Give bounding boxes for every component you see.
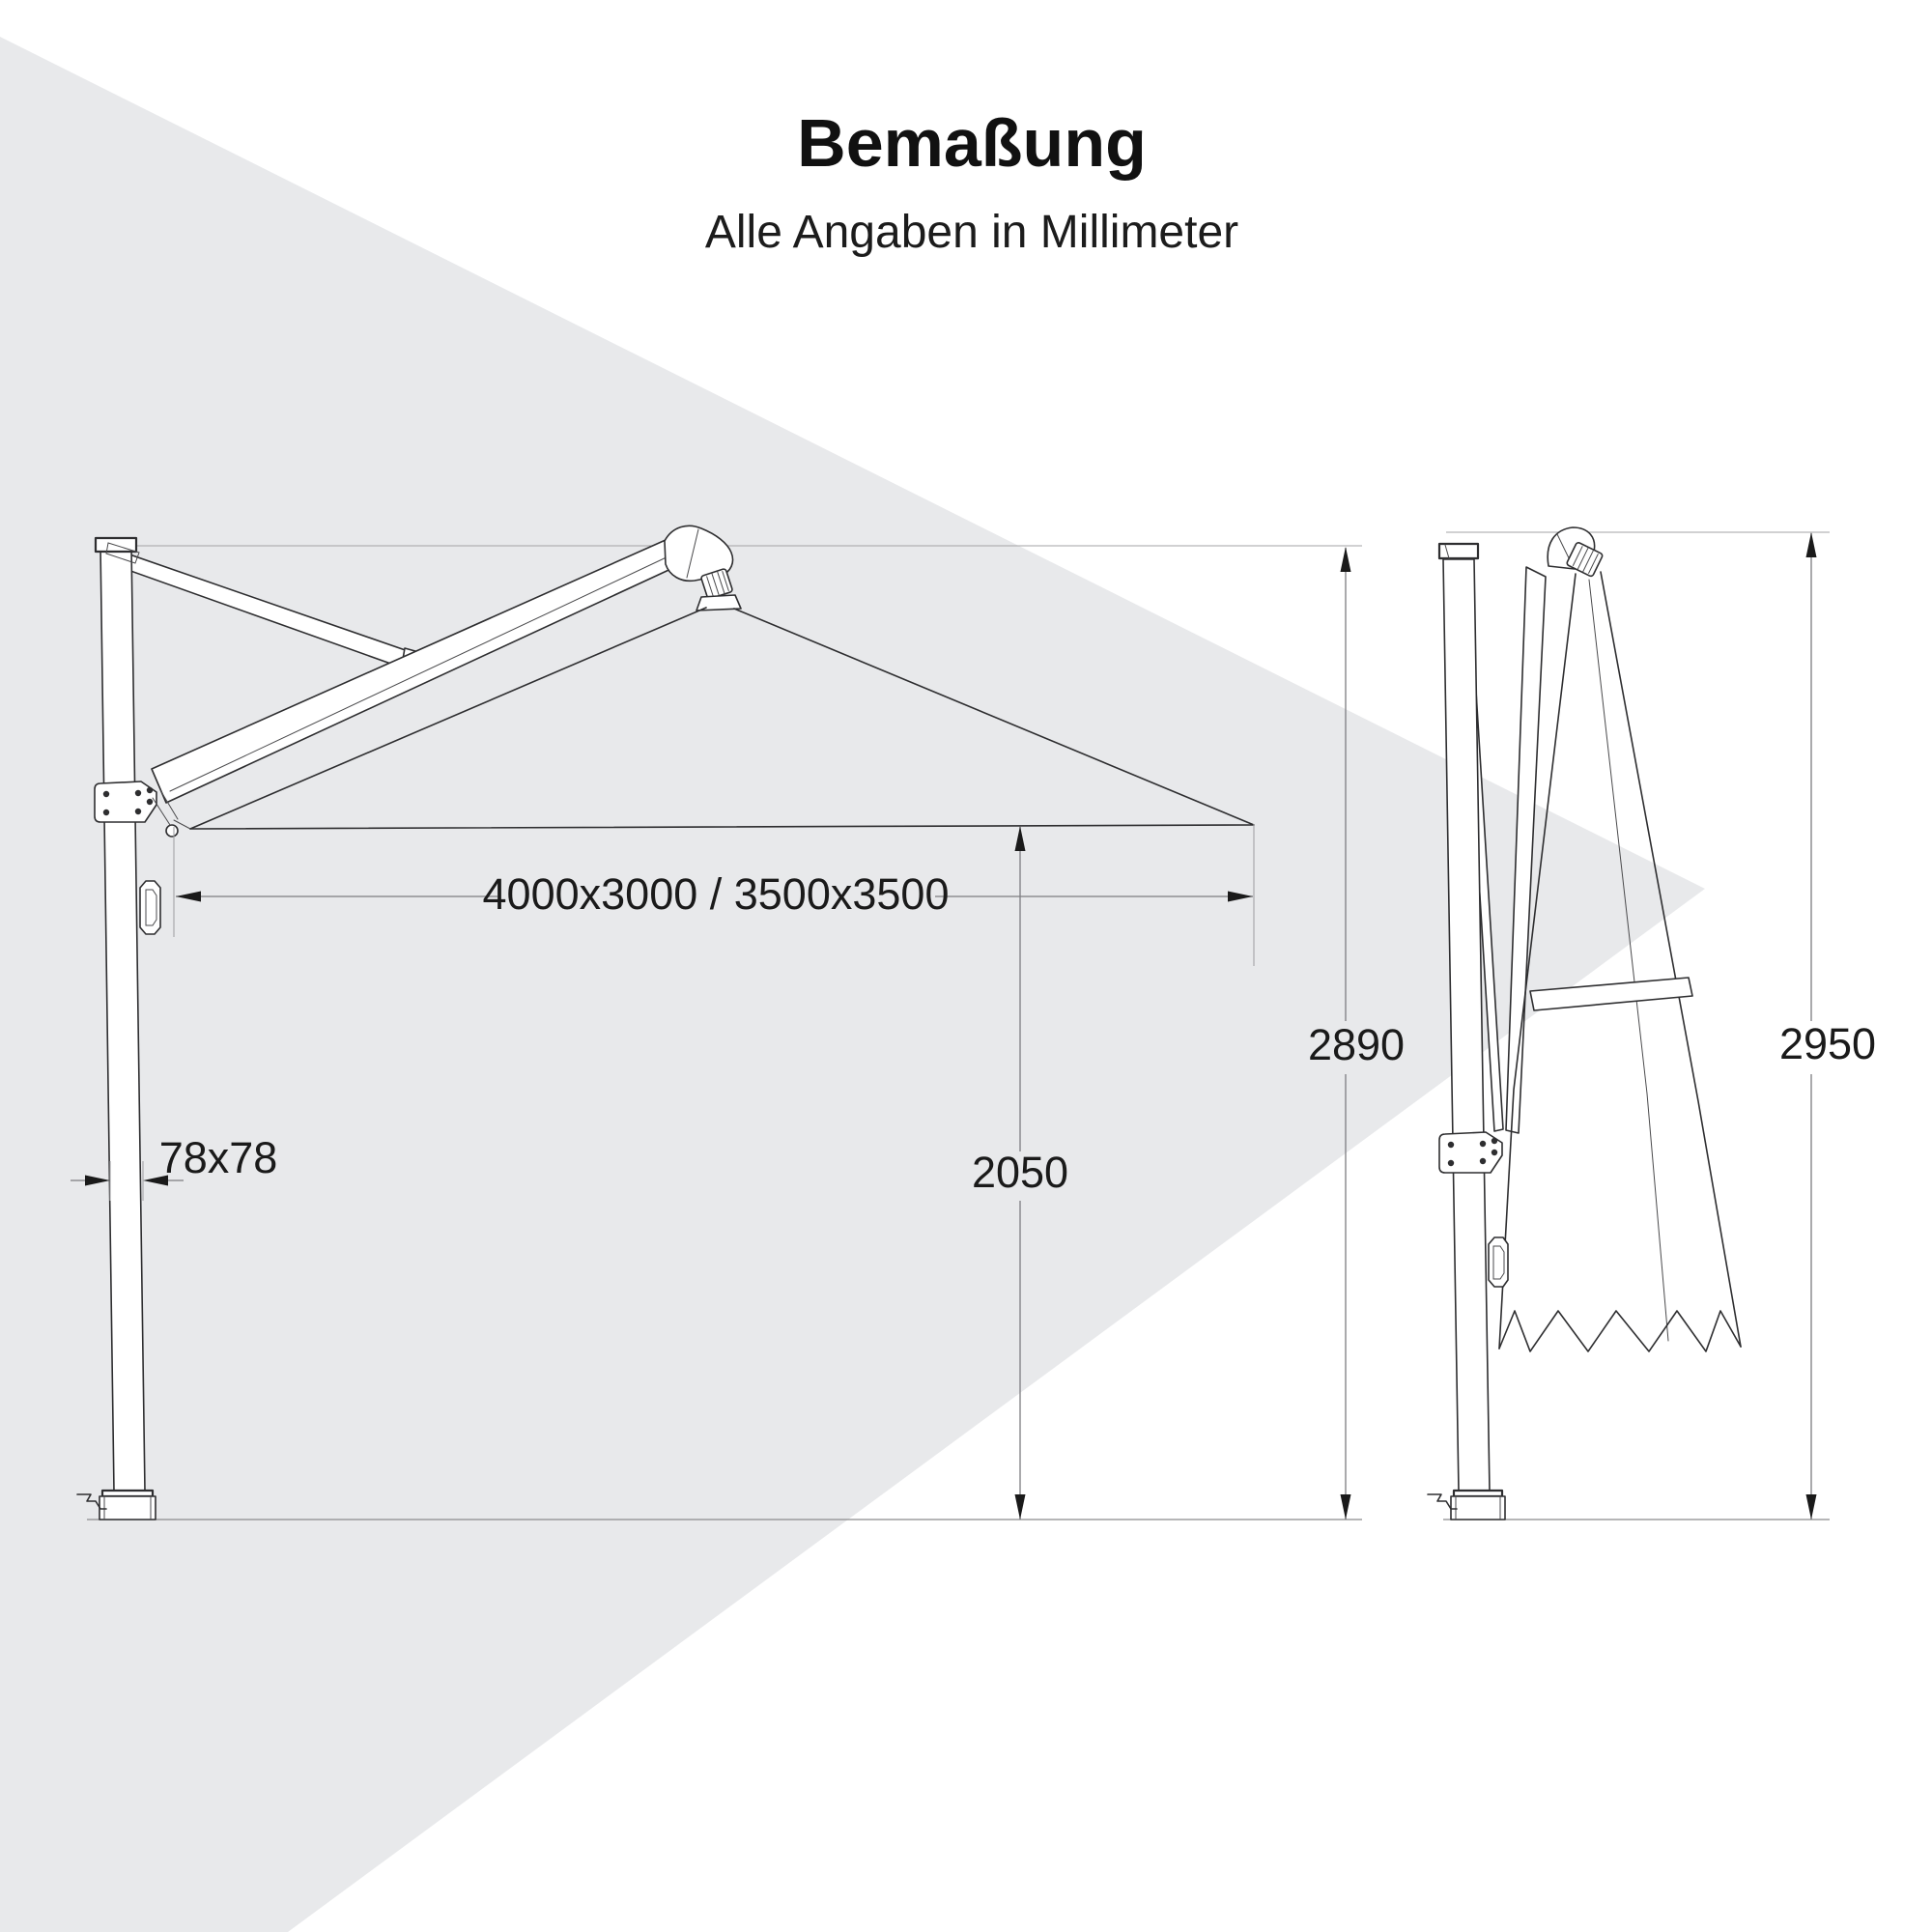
canopy-size-label: 4000x3000 / 3500x3500	[483, 869, 950, 919]
dimension-canopy-size: 4000x3000 / 3500x3500	[173, 824, 1255, 966]
elbow-joint	[664, 525, 734, 582]
pole-bracket-plate-closed	[1438, 1131, 1503, 1174]
canopy-hub-cap	[696, 594, 742, 611]
base-crank-handle-closed	[1427, 1493, 1458, 1510]
pole-closed-view	[1442, 558, 1491, 1492]
base-top-lip-closed	[1452, 1489, 1504, 1498]
dimension-clearance-height: 2050	[972, 826, 1068, 1520]
arm-pivot	[165, 824, 179, 838]
pivot-link-a	[152, 797, 171, 826]
canopy-left-edge	[189, 607, 707, 830]
pole-top-cap-closed	[1437, 542, 1480, 560]
base-crank-handle	[76, 1493, 107, 1510]
dimension-pole-profile: 78x78	[71, 1133, 277, 1201]
tilt-knob-closed	[1566, 542, 1604, 578]
closed-canopy-right-edge	[1600, 571, 1742, 1348]
page-title: Bemaßung	[797, 105, 1147, 181]
canopy-corner-link	[173, 819, 191, 830]
total-height-closed-label: 2950	[1779, 1019, 1876, 1068]
pivot-link-b	[159, 789, 179, 820]
canopy-right-edge	[733, 608, 1255, 826]
strut-anchor	[105, 542, 140, 564]
page-subtitle: Alle Angaben in Millimeter	[705, 207, 1238, 258]
dimension-total-height-open: 2890	[1308, 547, 1405, 1520]
elbow-hinge-line	[686, 528, 699, 579]
canopy-underside-edge	[189, 824, 1255, 830]
dimension-total-height-closed: 2950	[1779, 532, 1876, 1520]
canopy-strap	[1529, 977, 1693, 1011]
pole-profile-label: 78x78	[159, 1133, 278, 1182]
base-top-lip	[100, 1489, 155, 1498]
total-height-open-label: 2890	[1308, 1020, 1405, 1069]
closed-canopy-fold-line	[1588, 579, 1669, 1342]
closed-umbrella-side-view	[1427, 526, 1830, 1520]
base-block-closed	[1450, 1495, 1506, 1520]
canopy-zigzag-hem	[1498, 1310, 1742, 1352]
clearance-height-label: 2050	[972, 1148, 1068, 1197]
background-wedge	[0, 37, 1705, 1932]
base-block	[99, 1495, 156, 1520]
folded-arm	[1505, 566, 1547, 1134]
arm-inner-edge	[169, 554, 671, 792]
crank-housing	[139, 880, 161, 935]
open-umbrella-side-view	[76, 525, 1362, 1520]
